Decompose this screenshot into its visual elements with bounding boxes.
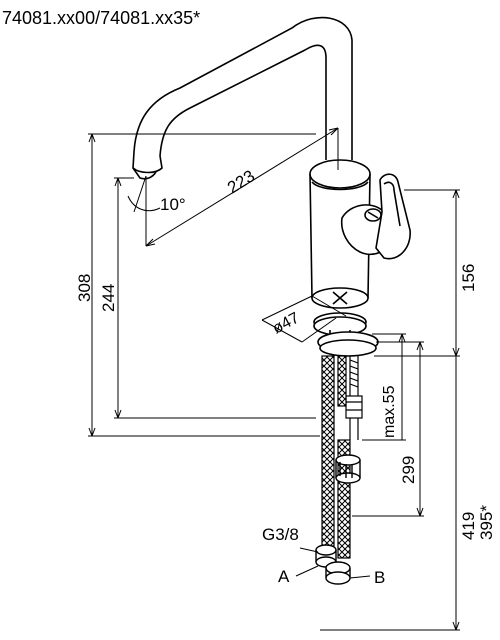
fitting-a <box>315 544 337 568</box>
faucet-spout <box>132 16 353 180</box>
hose-collar <box>335 454 361 484</box>
dim-308: 308 <box>75 274 94 302</box>
label-connection-b: B <box>374 568 385 587</box>
label-thread-g38: G3/8 <box>262 525 299 544</box>
fitting-b <box>325 561 351 585</box>
dim-max-55: max.55 <box>381 385 398 438</box>
dim-419: 419 <box>459 512 478 540</box>
dim-10-deg: 10° <box>160 195 186 214</box>
base-ring <box>311 287 369 309</box>
dim-156: 156 <box>459 264 478 292</box>
label-connection-a: A <box>278 567 290 586</box>
mounting-hardware <box>313 312 379 357</box>
dimension-lines <box>88 127 460 631</box>
hose-b <box>337 355 351 559</box>
drawing-title: 74081.xx00/74081.xx35* <box>2 8 200 28</box>
dim-395-alt: 395* <box>477 505 496 540</box>
hose-a <box>321 355 335 547</box>
dim-244: 244 <box>99 284 118 312</box>
threaded-stud <box>345 356 363 440</box>
dim-299: 299 <box>399 456 418 484</box>
lever-handle <box>340 173 411 260</box>
dim-223: 223 <box>224 166 258 197</box>
